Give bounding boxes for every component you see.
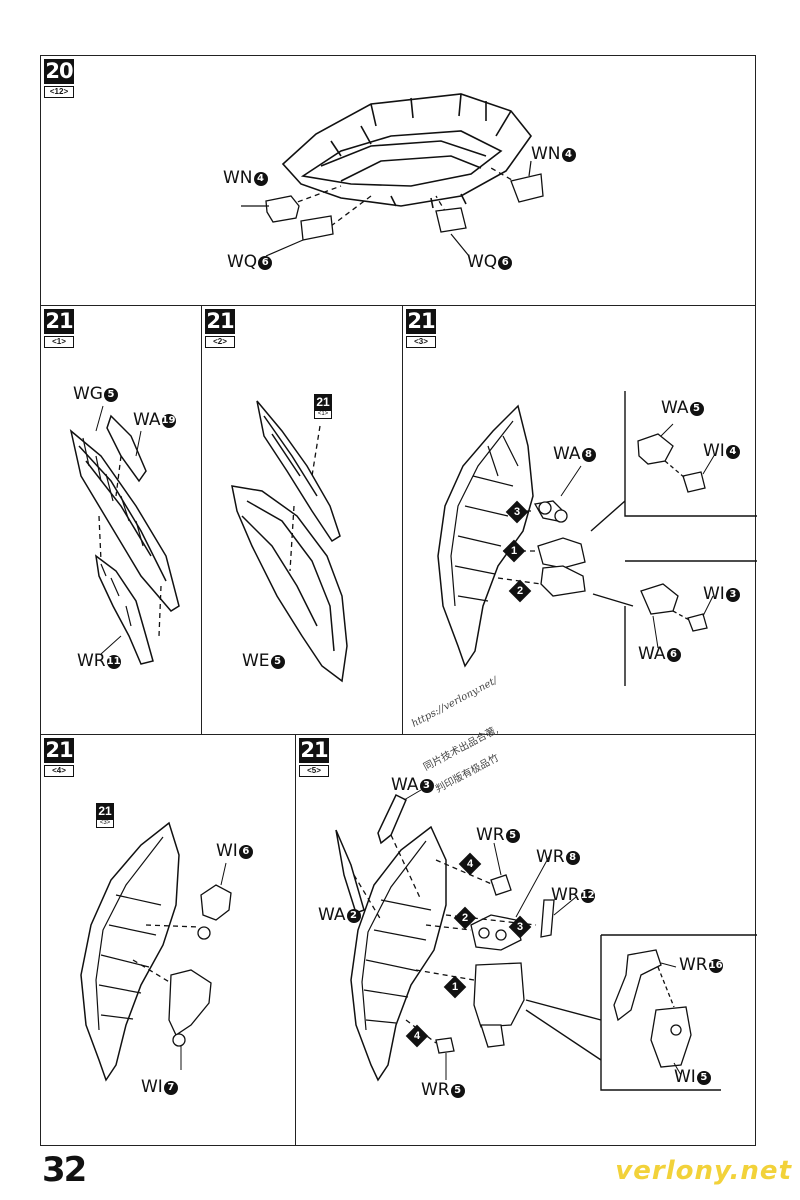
part-illustration [80,821,232,1082]
reference-step-badge: 21 <1> [314,394,332,419]
assembly-step-4-top: 4 [458,852,482,876]
step-substep: <5> [299,765,329,777]
part-illustration [335,789,757,1091]
panel-step-21-5: 21 <5> [295,734,757,1146]
page-number: 32 [42,1150,87,1190]
assembly-step-2: 2 [508,579,532,603]
step-number: 21 [299,738,329,763]
step-number: 21 [44,309,74,334]
step-badge: 20 <12> [44,59,74,98]
step-substep: <12> [44,86,74,98]
assembly-step-2: 2 [453,906,477,930]
step-number: 21 [44,738,74,763]
step-number: 21 [205,309,235,334]
step-number: 20 [44,59,74,84]
step-substep: <2> [205,336,235,348]
label-wr12: WR12 [551,885,595,905]
label-wr16: WR16 [679,955,723,975]
step-badge: 21 <2> [205,309,235,348]
step-substep: <1> [44,336,74,348]
site-watermark-logo: verlony.net [615,1156,792,1186]
step-substep: <4> [44,765,74,777]
step-badge: 21 <4> [44,738,74,777]
part-illustration [231,400,348,683]
part-illustration [241,93,544,257]
part-illustration [69,405,180,665]
assembly-step-3: 3 [505,500,529,524]
panel-step-20: 20 <12> [40,55,756,306]
assembly-step-4-bottom: 4 [405,1024,429,1048]
step-badge: 21 <1> [44,309,74,348]
assembly-step-3: 3 [508,915,532,939]
reference-step-badge: 21 <3> [96,803,114,828]
panel-step-21-3: 21 <3> [402,305,757,735]
step-number: 21 [406,309,436,334]
assembly-step-1: 1 [502,539,526,563]
assembly-step-1: 1 [443,975,467,999]
part-illustration [437,391,757,686]
label-wa: WA19 [133,410,176,430]
label-wr: WR11 [77,651,121,671]
step-substep: <3> [406,336,436,348]
step-badge: 21 <3> [406,309,436,348]
step-badge: 21 <5> [299,738,329,777]
